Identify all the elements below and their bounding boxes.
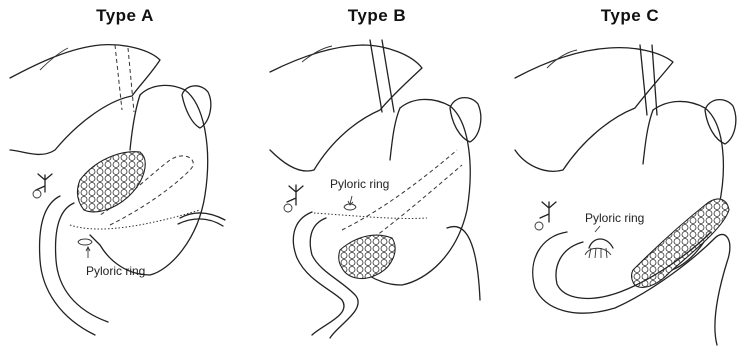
- jejunal-pouch: [632, 199, 730, 287]
- panel-type-c: Type C Pyloric ring: [505, 0, 755, 357]
- jejunal-pouch: [339, 235, 395, 278]
- liver: [270, 45, 422, 171]
- pyloric-ring-label: Pyloric ring: [330, 177, 389, 191]
- type-b-diagram: Pyloric ring: [252, 0, 502, 357]
- jejunal-pouch: [77, 152, 145, 212]
- panel-type-a: Type A Pyloric ring: [0, 0, 250, 357]
- jejunal-limb: [293, 212, 344, 335]
- liver: [515, 48, 673, 172]
- spleen: [450, 98, 481, 142]
- pyloric-ring-label: Pyloric ring: [585, 211, 644, 225]
- type-a-diagram: Pyloric ring: [0, 0, 250, 357]
- type-c-diagram: Pyloric ring: [505, 0, 755, 357]
- panel-type-b: Type B Pyloric ring: [252, 0, 502, 357]
- liver: [10, 45, 160, 155]
- spleen: [182, 86, 211, 128]
- pyloric-ring-label: Pyloric ring: [86, 264, 145, 278]
- jejunal-limb: [533, 232, 730, 345]
